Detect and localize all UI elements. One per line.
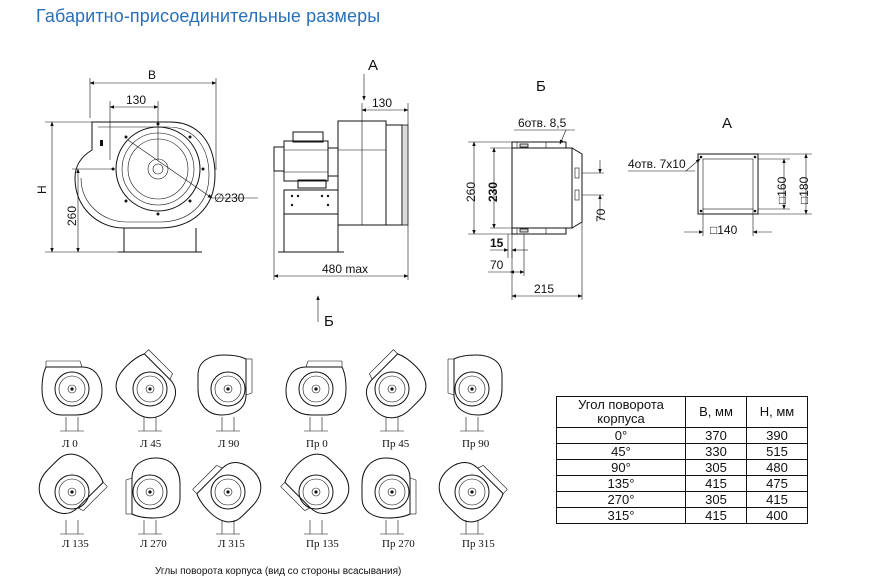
view-b-dim-215: 215 bbox=[534, 282, 554, 296]
fan-variant-label: Л 90 bbox=[218, 438, 240, 450]
table-cell: 305 bbox=[685, 459, 747, 476]
rotation-variants: Л 0 Л 45 Л 90 Пр 0 Пр 45 Пр 90 Л 135 Л 270 Л 315… bbox=[38, 349, 508, 550]
fan-variant-label: Пр 135 bbox=[306, 538, 339, 550]
view-b-dim-15: 15 bbox=[490, 236, 504, 250]
fan-variant: Л 270 bbox=[125, 457, 181, 550]
fan-variant: Пр 135 bbox=[280, 453, 350, 550]
table-cell: 415 bbox=[685, 507, 747, 524]
view-b-dim-70-right: 70 bbox=[594, 208, 608, 222]
fan-variant-label: Пр 90 bbox=[462, 438, 490, 450]
table-header-b: B, мм bbox=[685, 396, 747, 428]
table-cell: 330 bbox=[685, 443, 747, 460]
view-a-dim-140: □140 bbox=[710, 223, 738, 237]
fan-variant: Пр 0 bbox=[285, 360, 347, 450]
view-a: А 4отв. 7х10 □160 □180 □140 bbox=[628, 115, 812, 237]
variants-caption: Углы поворота корпуса (вид со стороны вс… bbox=[155, 566, 401, 577]
fan-variant: Пр 90 bbox=[447, 354, 503, 450]
view-b-dim-260: 260 bbox=[464, 182, 478, 202]
fan-variant: Л 135 bbox=[38, 453, 108, 550]
fan-variant-label: Пр 270 bbox=[382, 538, 415, 550]
view-b-dim-70-bottom: 70 bbox=[490, 258, 504, 272]
table-cell: 370 bbox=[685, 427, 747, 444]
fan-variant: Л 0 bbox=[41, 360, 103, 450]
dim-b-label: B bbox=[148, 68, 156, 82]
table-cell: 515 bbox=[746, 443, 808, 460]
table-cell: 480 bbox=[746, 459, 808, 476]
table-cell: 400 bbox=[746, 507, 808, 524]
fan-variant-label: Л 0 bbox=[62, 438, 78, 450]
table-cell: 315° bbox=[556, 507, 686, 524]
view-b-title: Б bbox=[536, 78, 546, 95]
table-cell: 90° bbox=[556, 459, 686, 476]
fan-variant-label: Пр 315 bbox=[462, 538, 495, 550]
view-a-dim-180: □180 bbox=[797, 176, 811, 204]
fan-variant-label: Пр 45 bbox=[382, 438, 410, 450]
view-b-dim-230: 230 bbox=[486, 182, 500, 202]
side-arrow-b-label: Б bbox=[324, 313, 334, 330]
table-header-angle: Угол поворота корпуса bbox=[556, 396, 686, 428]
view-a-dim-160: □160 bbox=[775, 176, 789, 204]
fan-variant: Пр 270 bbox=[361, 457, 417, 550]
view-a-title: А bbox=[722, 115, 732, 132]
table-cell: 305 bbox=[685, 491, 747, 508]
table-header-h: H, мм bbox=[746, 396, 808, 428]
fan-variant: Пр 315 bbox=[438, 462, 508, 550]
side-arrow-a-label: А bbox=[368, 57, 378, 74]
table-cell: 415 bbox=[746, 491, 808, 508]
fan-variant: Л 315 bbox=[192, 462, 262, 550]
table-cell: 135° bbox=[556, 475, 686, 492]
dim-260-front: 260 bbox=[65, 206, 79, 226]
side-view: А 130 480 max Б bbox=[273, 57, 409, 330]
table-cell: 415 bbox=[685, 475, 747, 492]
fan-variant-label: Л 315 bbox=[218, 538, 245, 550]
table-cell: 45° bbox=[556, 443, 686, 460]
dim-130-side: 130 bbox=[372, 96, 392, 110]
dim-h-label: H bbox=[35, 185, 49, 194]
fan-variant-label: Пр 0 bbox=[306, 438, 328, 450]
fan-variant-label: Л 135 bbox=[62, 538, 89, 550]
fan-variant-label: Л 45 bbox=[140, 438, 162, 450]
fan-variant-label: Л 270 bbox=[140, 538, 167, 550]
dim-130-front: 130 bbox=[126, 93, 146, 107]
dim-480-max: 480 max bbox=[322, 262, 368, 276]
table-cell: 475 bbox=[746, 475, 808, 492]
view-a-holes: 4отв. 7х10 bbox=[628, 157, 686, 171]
table-cell: 0° bbox=[556, 427, 686, 444]
fan-variant: Л 90 bbox=[197, 354, 253, 450]
table-cell: 390 bbox=[746, 427, 808, 444]
dim-diameter-230: ∅230 bbox=[214, 191, 245, 205]
view-b: Б 6отв. 8,5 260 230 70 15 bbox=[464, 78, 608, 300]
fan-variant: Пр 45 bbox=[366, 349, 427, 450]
table-cell: 270° bbox=[556, 491, 686, 508]
front-view: B 130 H 260 ∅230 bbox=[35, 68, 258, 253]
fan-variant: Л 45 bbox=[115, 349, 176, 450]
table-header-row: Угол поворота корпуса B, мм H, мм bbox=[556, 396, 808, 428]
view-b-holes: 6отв. 8,5 bbox=[518, 116, 567, 130]
page-title: Габаритно-присоединительные размеры bbox=[36, 6, 381, 26]
